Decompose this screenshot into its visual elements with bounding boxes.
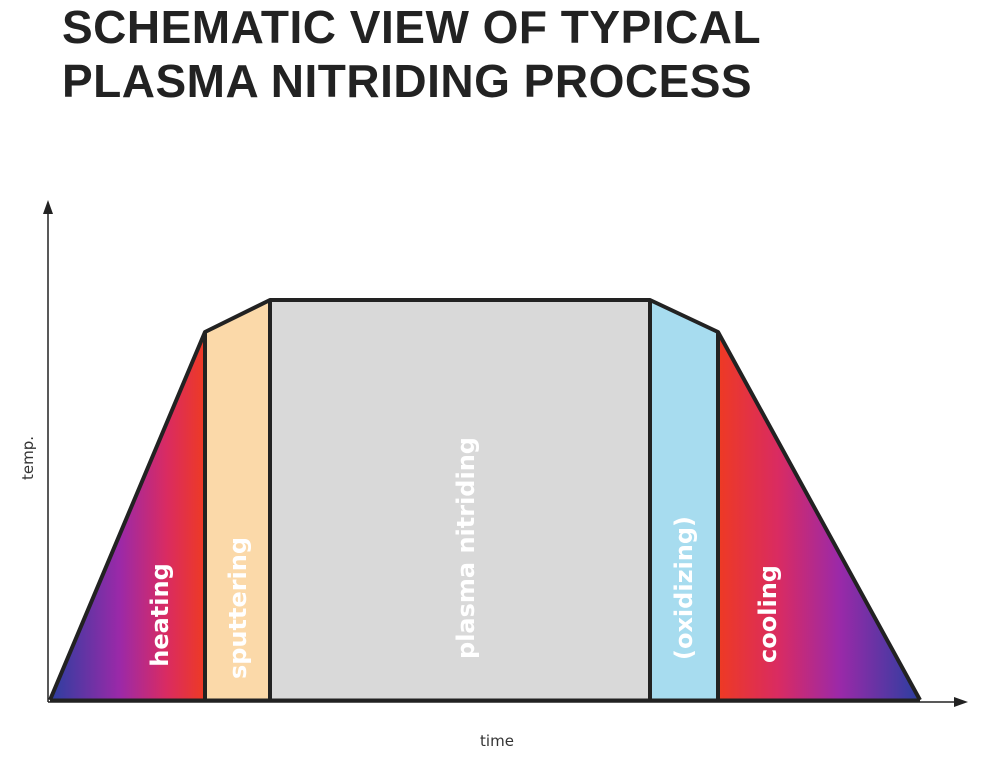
sputtering-label: sputtering [224,537,252,679]
x-axis-arrow-icon [954,697,968,707]
diagram-title: SCHEMATIC VIEW OF TYPICAL PLASMA NITRIDI… [62,0,962,108]
y-axis-arrow-icon [43,200,53,214]
plasma-nitriding-region [270,300,650,700]
heating-label: heating [146,563,174,667]
oxidizing-label: (oxidizing) [670,516,698,660]
axes [43,200,968,707]
title-line-2: PLASMA NITRIDING PROCESS [62,55,753,107]
cooling-label: cooling [754,565,782,663]
plasma-nitriding-label: plasma nitriding [452,437,480,659]
title-line-1: SCHEMATIC VIEW OF TYPICAL [62,1,762,53]
x-axis-label: time [480,732,514,750]
phase-separators [203,300,720,700]
y-axis-label: temp. [19,436,37,480]
sputtering-region [205,300,270,700]
temperature-profile [48,298,922,701]
oxidizing-region [650,300,718,700]
